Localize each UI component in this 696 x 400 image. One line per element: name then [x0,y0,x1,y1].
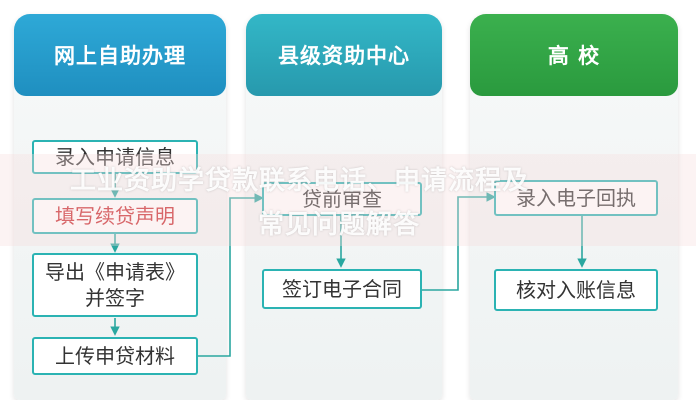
step-upload-materials: 上传申贷材料 [32,337,198,375]
step-sign-contract: 签订电子合同 [262,269,422,309]
watermark-band [0,154,696,246]
arrow-county-to-school [422,192,496,291]
column-county-header: 县级资助中心 [246,14,442,96]
column-school-header: 高 校 [470,14,678,96]
watermark-line-1: 工业资助学贷款联系电话、申请流程及 [70,166,530,196]
step-renewal-statement: 填写续贷声明 [32,198,198,234]
column-county-title: 县级资助中心 [278,44,410,68]
step-enter-receipt: 录入电子回执 [494,180,658,216]
step-pre-loan-review: 贷前审查 [262,182,422,216]
step-verify-account: 核对入账信息 [494,269,658,311]
column-online-header: 网上自助办理 [14,14,226,96]
column-online-title: 网上自助办理 [54,44,186,68]
step-enter-application: 录入申请信息 [32,140,198,174]
step-export-form: 导出《申请表》 并签字 [32,253,198,317]
arrow-online-to-county [198,193,264,357]
watermark-line-2: 常见问题解答 [258,210,421,240]
column-school-title: 高 校 [547,44,601,68]
